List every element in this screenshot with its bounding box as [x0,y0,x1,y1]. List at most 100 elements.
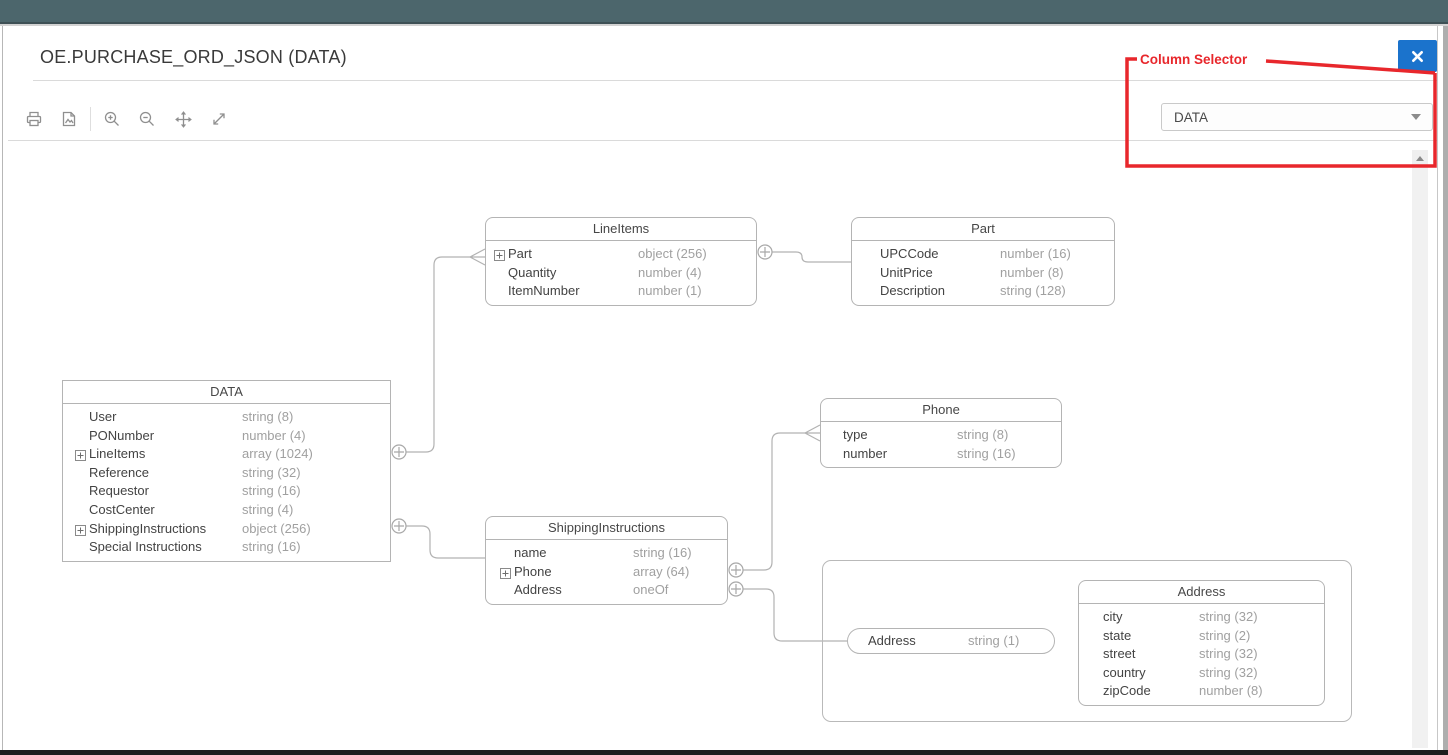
field-type: string (32) [1199,664,1258,680]
entity-title: Phone [821,399,1061,422]
annotation-label: Column Selector [1140,52,1248,67]
field-name: Reference [89,464,149,480]
entity-title: Part [852,218,1114,241]
entity-field-row: Phone array (64) [486,563,727,582]
entity-field-row: User string (8) [63,408,390,427]
scrollbar-up-button[interactable] [1412,150,1428,167]
field-name: street [1103,646,1136,662]
print-icon [25,110,43,128]
window-right-border [1437,26,1438,750]
print-button[interactable] [21,106,47,132]
crow-foot-icon [804,424,821,442]
field-type: number (4) [242,427,306,443]
field-name: Special Instructions [89,539,202,555]
field-name: Address [868,633,916,648]
entity-field-row: Requestor string (16) [63,482,390,501]
page-title: OE.PURCHASE_ORD_JSON (DATA) [40,47,347,67]
column-selector-dropdown[interactable]: DATA [1161,103,1433,131]
field-name: ItemNumber [508,283,580,299]
close-button[interactable] [1398,40,1437,72]
field-name: zipCode [1103,683,1151,699]
entity-field-row: Reference string (32) [63,464,390,483]
field-name: UPCCode [880,246,939,261]
field-type: string (32) [242,464,301,480]
toolbar-divider [8,140,1437,141]
toolbar-separator [90,107,91,131]
pan-button[interactable] [170,106,196,132]
column-selector-value: DATA [1174,109,1209,125]
field-name: LineItems [89,446,146,462]
chevron-down-icon [1411,114,1421,120]
field-type: array (64) [633,563,690,579]
export-image-button[interactable] [56,106,82,132]
plus-circle-icon [391,518,407,534]
zoom-in-icon [103,110,121,128]
zoom-out-button[interactable] [134,106,160,132]
vertical-scrollbar[interactable] [1412,150,1428,748]
field-type: string (32) [1199,609,1258,624]
field-type: number (8) [1000,264,1064,280]
field-name: Requestor [89,483,149,499]
field-name: type [843,427,868,442]
field-name: ShippingInstructions [89,520,207,536]
zoom-out-icon [138,110,156,128]
field-type: string (2) [1199,627,1251,643]
entity-field-row: Part object (256) [486,245,756,264]
entity-field-row: city string (32) [1079,608,1324,627]
header-divider [33,80,1437,81]
field-type: string (16) [242,483,301,499]
field-name: CostCenter [89,501,155,517]
entity-title: LineItems [486,218,756,241]
connector-shipping-phone [743,432,805,571]
plus-circle-icon [757,244,773,260]
standalone-field-address[interactable]: Address string (1) [847,628,1055,654]
field-type: string (8) [242,409,294,424]
expand-plus-icon[interactable] [75,524,86,539]
field-type: string (16) [633,545,692,560]
field-name: country [1103,664,1146,680]
plus-circle-icon [728,562,744,578]
field-type: object (256) [242,520,311,536]
arrow-up-icon [1416,156,1424,161]
entity-field-row: UPCCode number (16) [852,245,1114,264]
fit-to-window-button[interactable] [206,106,232,132]
connector-data-shipping [406,525,485,559]
expand-plus-icon[interactable] [75,449,86,464]
plus-circle-icon [728,581,744,597]
expand-plus-icon[interactable] [494,249,505,264]
expand-plus-icon[interactable] [500,567,511,582]
field-type: string (1) [968,633,1020,648]
field-type: object (256) [638,246,707,261]
field-name: Address [514,582,562,598]
window-left-border [2,26,3,750]
window-top-bar [0,0,1448,24]
field-name: city [1103,609,1123,624]
zoom-in-button[interactable] [99,106,125,132]
field-type: array (1024) [242,446,313,462]
field-name: Part [508,246,532,261]
crow-foot-icon [469,248,486,266]
plus-circle-icon [391,444,407,460]
field-type: number (16) [1000,246,1071,261]
pan-icon [174,110,193,129]
field-name: number [843,445,888,461]
field-type: oneOf [633,582,669,598]
field-name: User [89,409,117,424]
field-type: number (8) [1199,683,1263,699]
fit-to-window-icon [210,110,228,128]
entity-field-row: ShippingInstructions object (256) [63,520,390,539]
field-name: Phone [514,563,552,579]
